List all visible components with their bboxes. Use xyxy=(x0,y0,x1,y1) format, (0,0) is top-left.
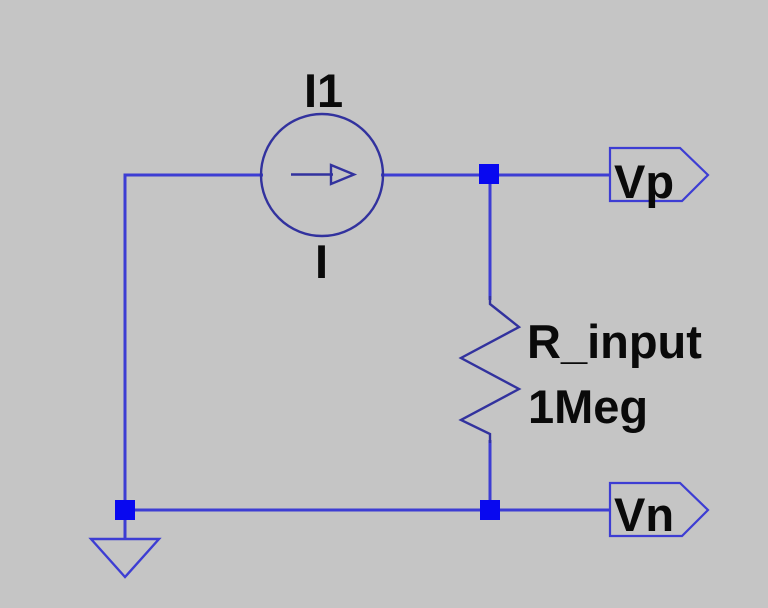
junction-dot-top xyxy=(479,164,499,184)
current-arrow-head-icon xyxy=(329,163,358,186)
ground-symbol[interactable] xyxy=(88,518,162,579)
current-source-value-label[interactable]: I xyxy=(315,235,328,288)
junction-dot-bottom-left xyxy=(115,500,135,520)
net-flag-vp[interactable] xyxy=(608,146,710,203)
resistor-value-label[interactable]: 1Meg xyxy=(528,380,648,433)
ground-triangle-icon xyxy=(88,537,162,579)
net-label-vn[interactable]: Vn xyxy=(614,488,674,541)
net-label-vp[interactable]: Vp xyxy=(614,155,674,208)
current-source-symbol[interactable] xyxy=(259,112,385,238)
resistor-symbol[interactable] xyxy=(458,296,522,443)
net-flag-vn[interactable] xyxy=(608,481,710,538)
resistor-designator-label[interactable]: R_input xyxy=(527,315,702,368)
current-source-designator-label[interactable]: I1 xyxy=(304,64,343,117)
junction-dot-bottom-right xyxy=(480,500,500,520)
current-source-circle[interactable] xyxy=(259,112,385,238)
